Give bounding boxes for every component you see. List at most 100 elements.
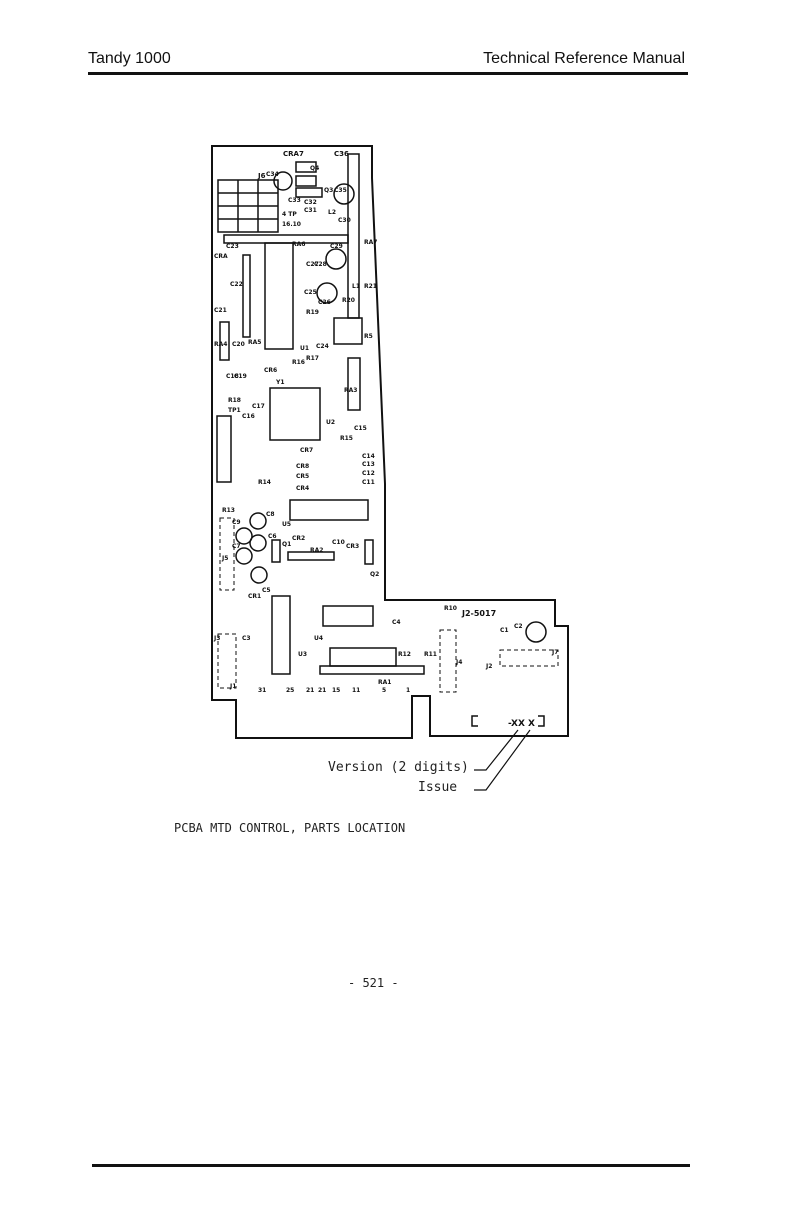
ra6-strip	[223, 234, 349, 244]
version-marking: -XX X	[508, 719, 535, 729]
r5-box	[333, 317, 363, 345]
label-c11: C11	[362, 479, 375, 486]
version-annotation: Version (2 digits)	[328, 760, 469, 775]
pin-number: 31	[258, 687, 266, 694]
label-r5: R5	[364, 333, 373, 340]
label-ra4: RA4	[214, 341, 227, 348]
capacitor-c8	[249, 512, 267, 530]
label-r20: R20	[342, 297, 355, 304]
board-outline	[211, 145, 569, 739]
label-c20: C20	[232, 341, 245, 348]
label-r13: R13	[222, 507, 235, 514]
label-c16: C16	[242, 413, 255, 420]
label-c29: C29	[330, 243, 343, 250]
capacitor-c29	[325, 248, 347, 270]
label-cra7: CRA7	[283, 150, 304, 158]
ra4-resistor-array	[219, 321, 230, 361]
label-cr1: CR1	[248, 593, 261, 600]
ra1-resistor-array	[319, 665, 425, 675]
capacitor-c9	[235, 527, 253, 545]
label-y1: Y1	[275, 379, 285, 386]
label-r10: R10	[444, 605, 457, 612]
pin-number: 1	[406, 687, 410, 694]
label-c27: C27	[306, 261, 319, 268]
label-j4: J4	[455, 659, 462, 666]
label-q3: Q3	[324, 187, 333, 194]
label-q4: Q4	[310, 165, 319, 172]
label-j7: J7	[551, 649, 558, 656]
j6-connector	[217, 179, 279, 233]
label-c21: C21	[214, 307, 227, 314]
j4-connector	[439, 629, 457, 693]
u5-chip	[289, 499, 369, 521]
label-ra7: RA7	[364, 239, 377, 246]
q3-body	[295, 187, 323, 198]
label-c30: C30	[338, 217, 351, 224]
label-tp1: TP1	[228, 407, 241, 414]
label-u4: U4	[314, 635, 323, 642]
j5-connector	[219, 517, 235, 591]
label-c10: C10	[332, 539, 345, 546]
ra5-resistor-array	[242, 254, 251, 338]
label-r21: R21	[364, 283, 377, 290]
q3-component	[295, 175, 317, 187]
label-r12: R12	[398, 651, 411, 658]
capacitor-c35	[333, 183, 355, 205]
ra2-resistor-array	[287, 551, 335, 561]
label-r19: R19	[306, 309, 319, 316]
label-cr8: CR8	[296, 463, 309, 470]
label-c22: C22	[230, 281, 243, 288]
label-ra6: RA6	[292, 241, 305, 248]
label-cr3: CR3	[346, 543, 359, 550]
version-bracket-left	[471, 715, 478, 727]
label-part-no: J2-5017	[461, 609, 496, 618]
j2-connector	[499, 649, 559, 667]
label-cr7: CR7	[300, 447, 313, 454]
label-c9: C9	[232, 519, 241, 526]
ra3-resistor-array	[347, 357, 361, 411]
label-cr2: CR2	[292, 535, 305, 542]
label-r18: R18	[228, 397, 241, 404]
u3-chip	[271, 595, 291, 675]
label-c12: C12	[362, 470, 375, 477]
label-c32: C32	[304, 199, 317, 206]
label-q1: Q1	[282, 541, 291, 548]
label-c36: C36	[334, 150, 349, 158]
label-c6: C6	[268, 533, 277, 540]
capacitor-c7	[235, 547, 253, 565]
label-c17: C17	[252, 403, 265, 410]
label-c35: C35	[334, 187, 347, 194]
label-u1: U1	[300, 345, 309, 352]
pin-number: 15	[332, 687, 340, 694]
label-r15: R15	[340, 435, 353, 442]
label-r11: R11	[424, 651, 437, 658]
u4-chip	[322, 605, 374, 627]
label-u5: U5	[282, 521, 291, 528]
q1-component	[271, 539, 281, 563]
label-j1: J1	[229, 683, 236, 690]
pin-number: 21	[318, 687, 326, 694]
label-c7: C7	[232, 543, 241, 550]
tp1-strip	[216, 415, 232, 483]
label-u2: U2	[326, 419, 335, 426]
label-j5: J5	[221, 555, 228, 562]
label-c33: C33	[288, 197, 301, 204]
ic-chip-ra5	[264, 242, 294, 350]
label-q2: Q2	[370, 571, 379, 578]
label-j6: J6	[257, 172, 266, 180]
label-ra3: RA3	[344, 387, 357, 394]
label-c28: C28	[314, 261, 327, 268]
label-r14: R14	[258, 479, 271, 486]
label-ra5: RA5	[248, 339, 261, 346]
figure-caption: PCBA MTD CONTROL, PARTS LOCATION	[174, 821, 406, 835]
header-manual-name: Technical Reference Manual	[483, 50, 685, 67]
label-c4: C4	[392, 619, 401, 626]
label-c2: C2	[514, 623, 523, 630]
label-tp4: 4 TP	[282, 211, 297, 218]
capacitor-c1	[525, 621, 547, 643]
issue-leader-line	[474, 729, 531, 791]
header-rule	[88, 72, 688, 75]
label-pins-16-10: 16.10	[282, 221, 301, 228]
label-c24: C24	[316, 343, 329, 350]
version-bracket-right	[538, 715, 545, 727]
